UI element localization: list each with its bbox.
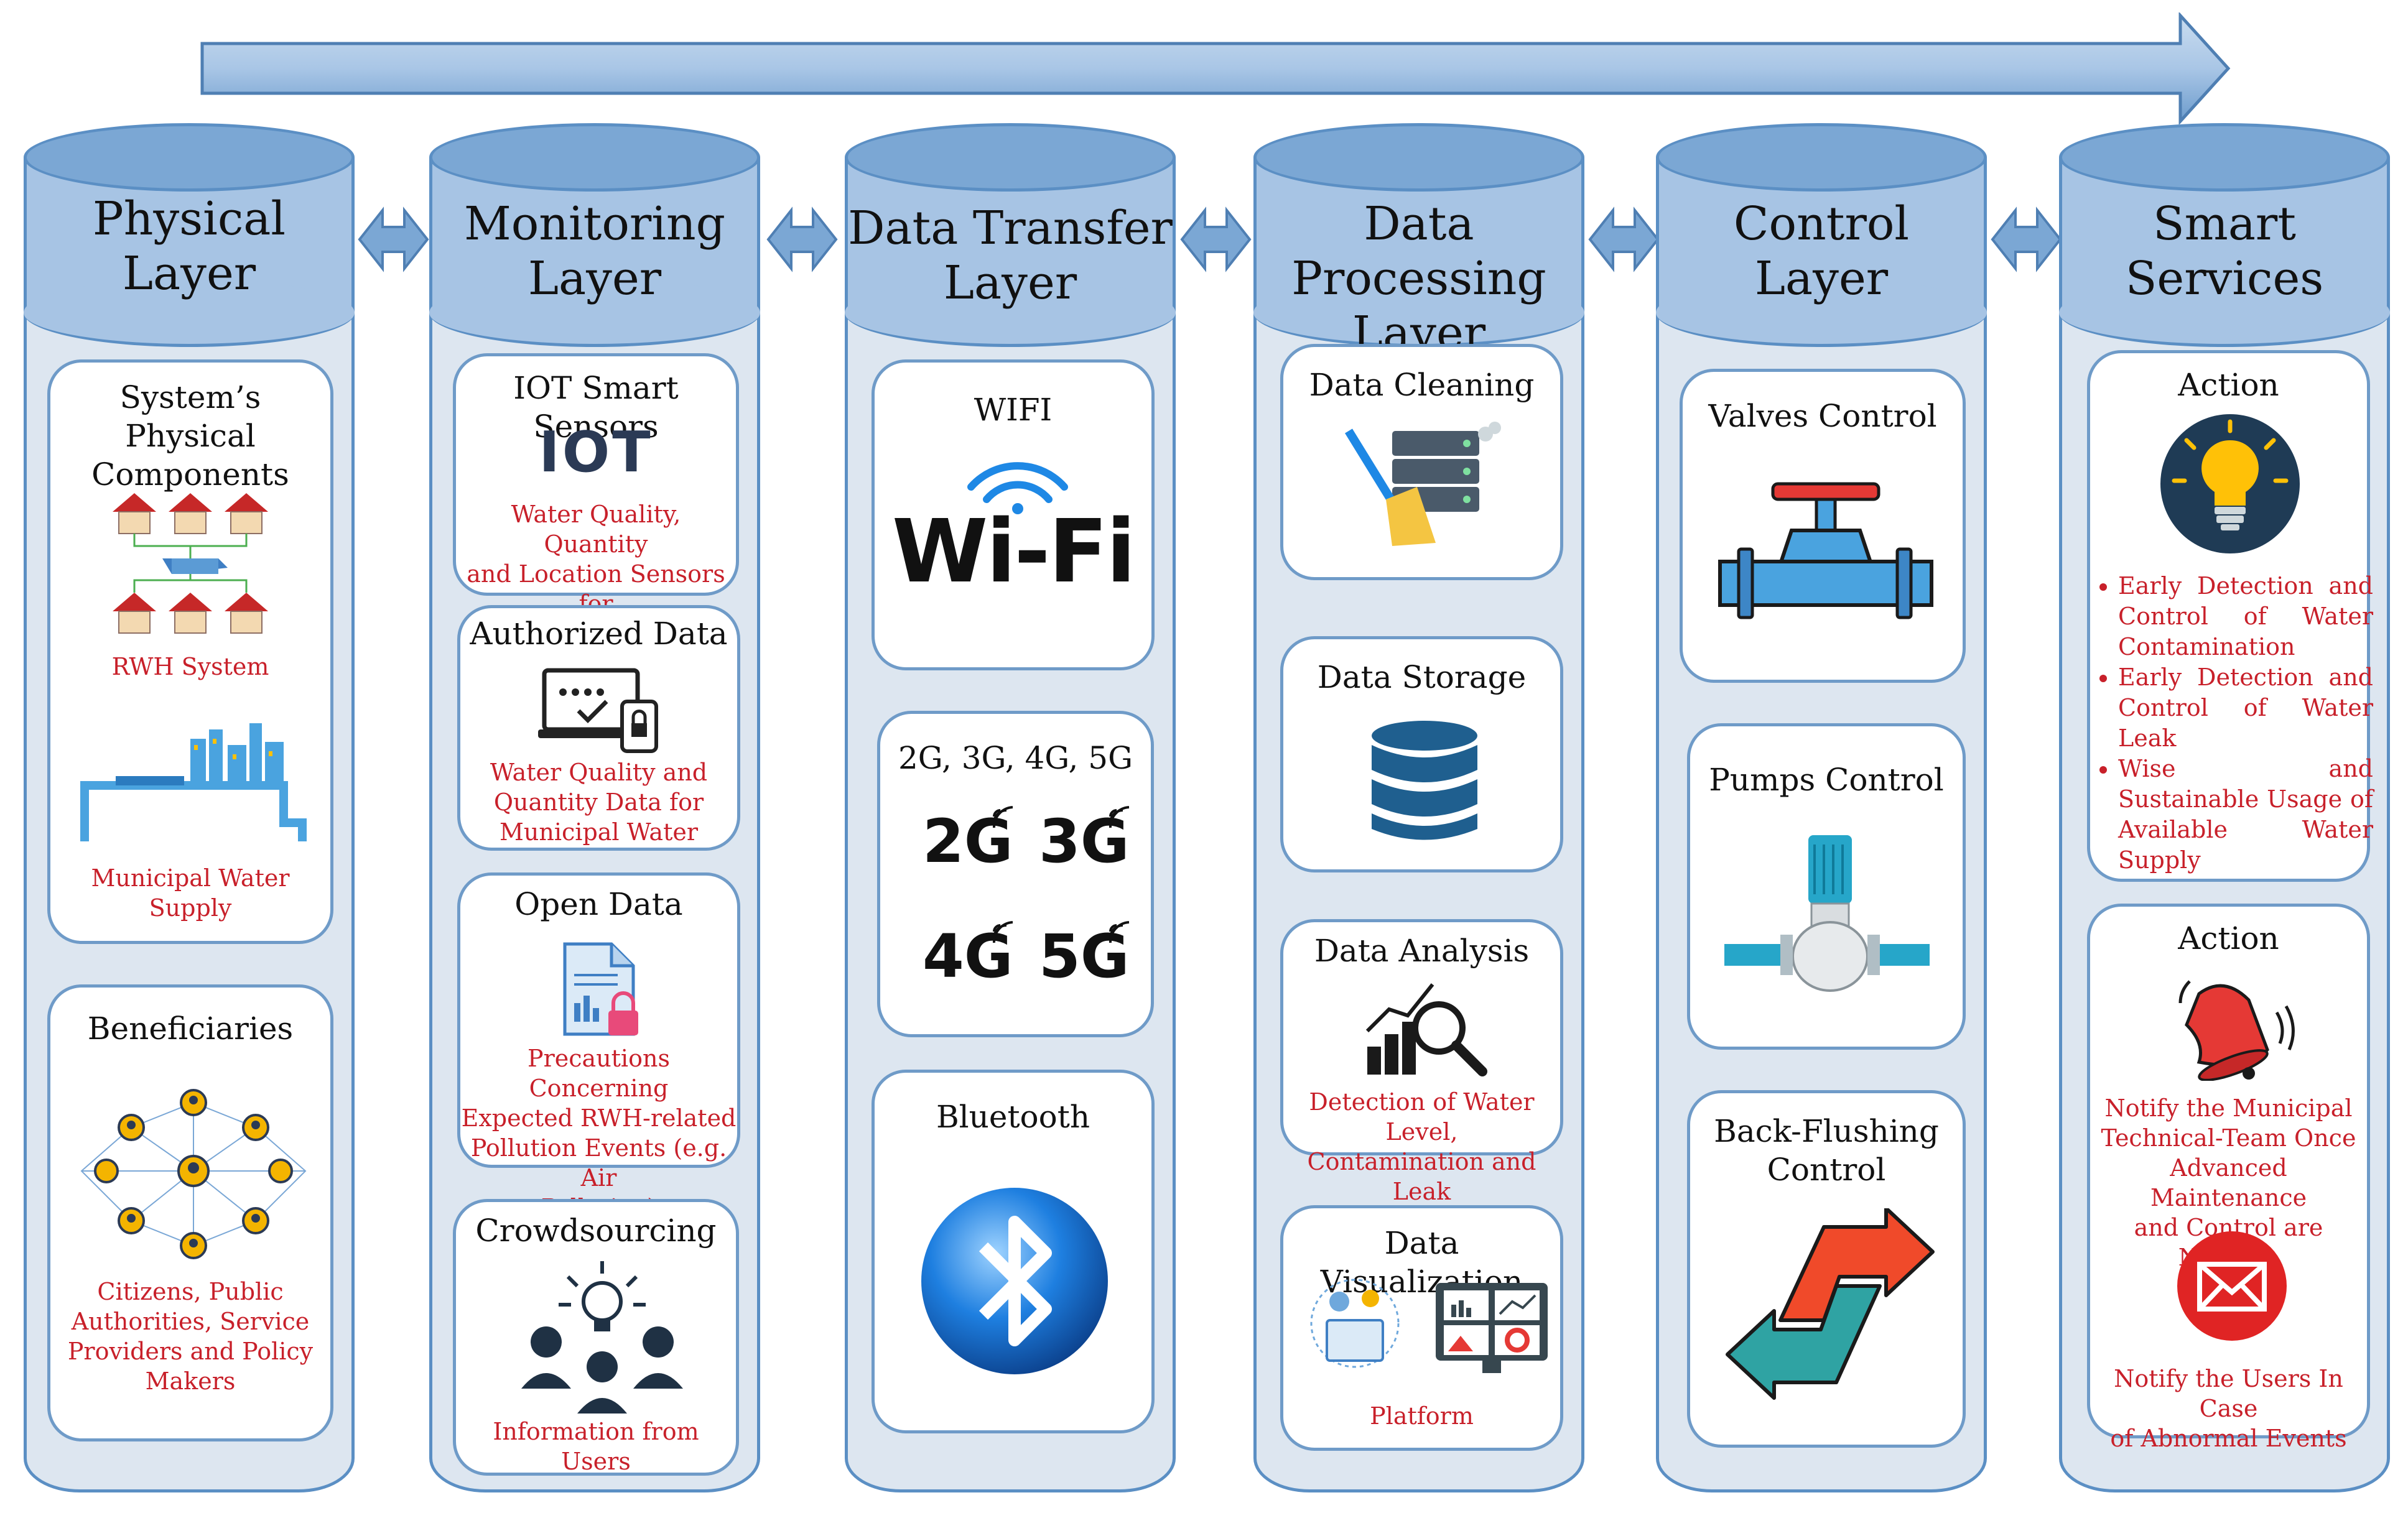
analysis-chart-icon (1365, 983, 1487, 1076)
dashboard-platform-icon (1310, 1279, 1548, 1373)
bullet-item: Wise and Sustainable Usage of Available … (2118, 754, 2373, 876)
card-title: Crowdsourcing (475, 1213, 717, 1249)
card-title: Data Storage (1317, 659, 1527, 695)
column-title: Monitoring Layer (463, 197, 725, 305)
card-title: Pumps Control (1709, 762, 1944, 798)
card-title: Beneficiaries (87, 1011, 294, 1047)
card-caption: Information from Users (493, 1418, 699, 1475)
crowdsourcing-people-icon (521, 1261, 683, 1414)
card-caption: Platform (1370, 1402, 1474, 1430)
card-title: Data Analysis (1314, 933, 1530, 969)
card-caption: RWH System (111, 653, 269, 680)
iot-icon: IOT (539, 420, 653, 485)
signal-icon (992, 921, 1013, 943)
rwh-houses-icon (113, 493, 268, 634)
double-arrow-icon (1180, 206, 1252, 272)
card-caption: Municipal Water Supply (91, 864, 290, 922)
card-pumps-control: Pumps Control (1687, 723, 1966, 1050)
bullet-item: Early Detection and Control of Water Lea… (2118, 662, 2373, 754)
data-cleaning-icon (1345, 422, 1501, 546)
column-control-layer: Control Layer Valves Control Pumps Contr… (1656, 123, 1987, 1492)
signal-icon (992, 806, 1013, 828)
card-title: 2G, 3G, 4G, 5G (898, 740, 1133, 776)
wifi-signal-icon (967, 462, 1068, 514)
card-title: Action (2178, 367, 2279, 403)
card-title: IOT Smart Sensors (513, 370, 679, 445)
badge-3g: 3G (1039, 807, 1130, 876)
card-action-notify: Action Notify the Municipal Technical-Te… (2087, 904, 2370, 1452)
bullet-item: Early Detection and Control of Water Con… (2118, 571, 2373, 662)
card-title: Back-Flushing Control (1714, 1113, 1939, 1188)
card-valves-control: Valves Control (1680, 369, 1966, 683)
card-authorized-data: Authorized Data Water Quality and Quanti… (457, 605, 740, 851)
badge-5g: 5G (1039, 922, 1130, 991)
card-title: Data Visualization (1320, 1225, 1523, 1300)
column-physical-layer: Physical Layer System’s Physical Compone… (24, 123, 355, 1492)
card-data-visualization: Data Visualization Platform (1280, 1205, 1563, 1451)
card-title: Bluetooth (936, 1099, 1090, 1135)
card-title: WIFI (974, 392, 1053, 428)
column-title: Data Processing Layer (1291, 197, 1546, 360)
card-beneficiaries: Beneficiaries Citizens, Public Authoriti… (47, 984, 333, 1441)
column-title: Physical Layer (92, 192, 286, 300)
card-iot-sensors: IOT Smart Sensors IOT Water Quality, Qua… (453, 353, 739, 647)
card-caption: Precautions Concerning Expected RWH-rela… (461, 1045, 737, 1221)
column-smart-services: Smart Services Action Early Detection an… (2059, 123, 2390, 1492)
column-data-transfer-layer: Data Transfer Layer WIFI Wi-Fi 2G, 3G, 4… (845, 123, 1176, 1492)
card-caption: Citizens, Public Authorities, Service Pr… (67, 1278, 314, 1395)
action-bullet-list: Early Detection and Control of Water Con… (2099, 571, 2373, 876)
municipal-water-icon (80, 723, 307, 841)
column-title: Control Layer (1733, 197, 1910, 305)
double-arrow-icon (1588, 206, 1660, 272)
card-back-flushing-control: Back-Flushing Control (1687, 1090, 1966, 1448)
column-data-processing-layer: Data Processing Layer Data Cleaning Data… (1253, 123, 1584, 1492)
email-envelope-icon (2177, 1231, 2287, 1341)
network-people-icon (80, 1089, 307, 1259)
card-caption: Detection of Water Level, Contamination … (1307, 1088, 1536, 1205)
secure-laptop-icon (538, 668, 658, 753)
card-caption: Notify the Users In Case of Abnormal Eve… (2110, 1365, 2347, 1452)
card-action-detection: Action Early Detection and Control of Wa… (2087, 350, 2373, 882)
card-data-analysis: Data Analysis Detection of Water Level, … (1280, 919, 1563, 1205)
column-title: Data Transfer Layer (848, 201, 1173, 310)
pump-icon (1724, 835, 1930, 992)
signal-icon (1109, 921, 1130, 943)
card-open-data: Open Data Precautions Concerning Expecte… (457, 872, 740, 1221)
lightbulb-idea-icon (2160, 414, 2300, 553)
card-cellular: 2G, 3G, 4G, 5G 2G 3G 4G 5G (877, 711, 1154, 1037)
badge-4g: 4G (923, 922, 1013, 991)
column-monitoring-layer: Monitoring Layer IOT Smart Sensors IOT W… (429, 123, 760, 1492)
card-physical-components: System’s Physical Components RWH System … (47, 359, 333, 944)
card-title: System’s Physical Components (91, 379, 289, 493)
double-arrow-icon (766, 206, 838, 272)
card-crowdsourcing: Crowdsourcing Information from Users (453, 1199, 739, 1476)
back-flush-arrows-icon (1726, 1208, 1935, 1400)
double-arrow-icon (1991, 206, 2062, 272)
card-data-storage: Data Storage (1280, 636, 1563, 872)
card-title: Valves Control (1708, 398, 1937, 434)
document-lock-icon (563, 942, 638, 1036)
card-bluetooth: Bluetooth (872, 1070, 1155, 1433)
card-wifi: WIFI Wi-Fi (872, 359, 1155, 670)
card-title: Open Data (514, 886, 683, 922)
alarm-bell-icon (2178, 980, 2295, 1081)
database-icon (1372, 721, 1477, 840)
wifi-logo: Wi-Fi (891, 501, 1136, 603)
card-title: Data Cleaning (1309, 367, 1535, 403)
flow-arrow (200, 12, 2231, 124)
badge-2g: 2G (923, 807, 1013, 876)
double-arrow-icon (358, 206, 429, 272)
column-title: Smart Services (2125, 197, 2324, 305)
signal-icon (1109, 806, 1130, 828)
card-data-cleaning: Data Cleaning (1280, 344, 1563, 580)
card-caption: Water Quality and Quantity Data for Muni… (490, 759, 708, 846)
bluetooth-icon (921, 1188, 1108, 1374)
valve-icon (1718, 482, 1933, 619)
card-title: Authorized Data (470, 616, 728, 652)
card-title: Action (2178, 920, 2279, 956)
